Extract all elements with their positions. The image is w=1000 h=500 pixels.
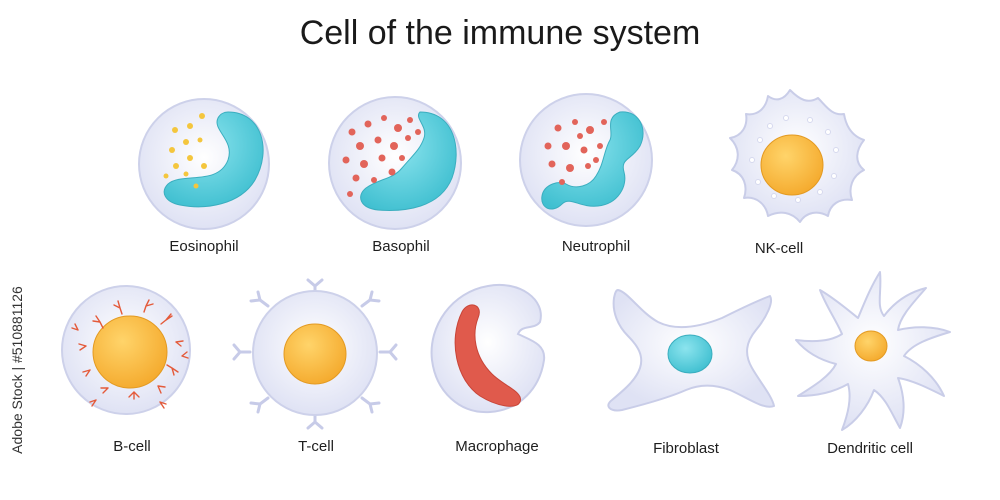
fibroblast-cell	[607, 289, 775, 412]
label-neutrophil: Neutrophil	[561, 238, 631, 255]
label-t-cell: T-cell	[298, 438, 334, 455]
label-basophil: Basophil	[372, 238, 430, 255]
nk-cell	[729, 89, 865, 223]
b-cell	[61, 285, 191, 415]
label-macrophage: Macrophage	[455, 438, 539, 455]
label-dendritic-cell: Dendritic cell	[827, 440, 913, 457]
label-fibroblast: Fibroblast	[653, 440, 719, 457]
label-b-cell: B-cell	[113, 438, 151, 455]
label-nk-cell: NK-cell	[754, 240, 804, 257]
eosinophil-cell	[138, 98, 270, 230]
neutrophil-cell	[519, 93, 653, 227]
dendritic-cell	[795, 271, 951, 431]
macrophage-cell	[430, 283, 546, 414]
diagram-title: Cell of the immune system	[299, 14, 701, 52]
stock-watermark: Adobe Stock | #510881126	[2, 262, 32, 492]
t-cell	[232, 278, 398, 430]
basophil-cell	[328, 96, 462, 230]
stock-watermark-text: Adobe Stock | #510881126	[9, 286, 25, 454]
label-eosinophil: Eosinophil	[169, 238, 239, 255]
